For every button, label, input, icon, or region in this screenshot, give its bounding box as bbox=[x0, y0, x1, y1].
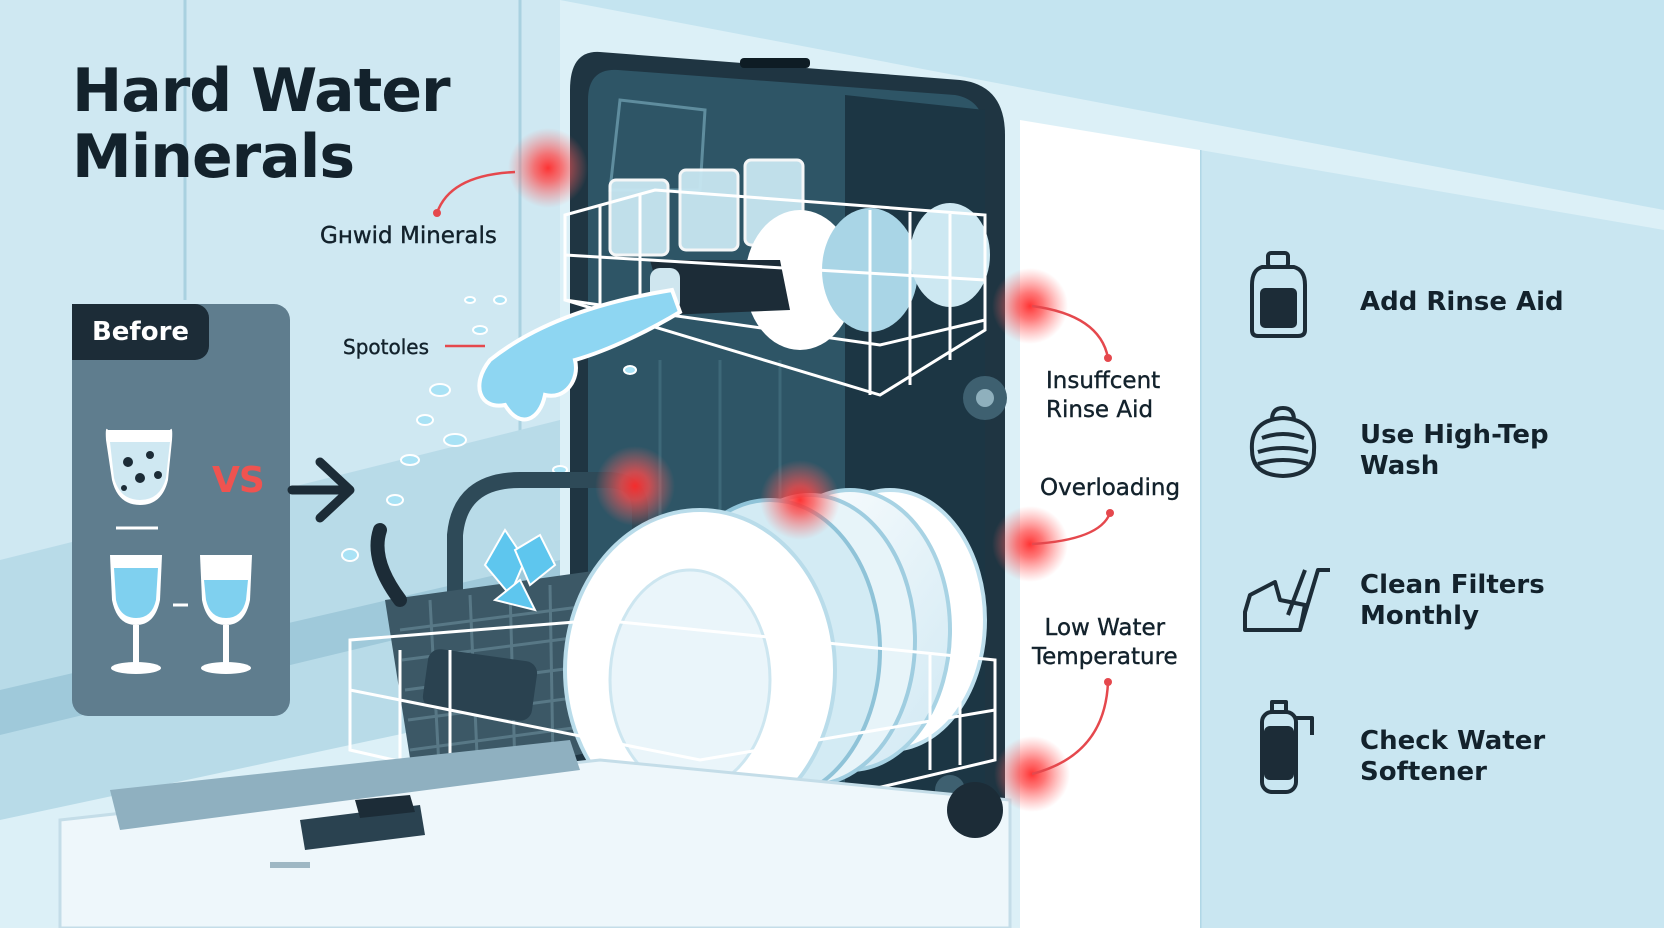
filter-cleaning-icon bbox=[1243, 568, 1330, 632]
cloudy-glass-icon bbox=[105, 428, 173, 530]
lower-rack bbox=[348, 618, 997, 832]
callout-lines bbox=[435, 170, 1112, 776]
clean-wine-glass-icon bbox=[110, 555, 162, 674]
upper-cabinet bbox=[560, 0, 1664, 210]
tips-panel bbox=[1200, 150, 1664, 928]
callout-low-water-temperature: Low Water Temperature bbox=[1032, 615, 1178, 670]
tip-add-rinse-aid: Add Rinse Aid bbox=[1360, 287, 1564, 317]
callout-insufficient-rinse-aid: Insuffcent Rinse Aid bbox=[1046, 368, 1161, 423]
arrow-right-icon bbox=[287, 457, 355, 523]
high-temp-wash-icon bbox=[1249, 406, 1317, 478]
vs-label: VS bbox=[212, 460, 265, 501]
callout-minerals: Gнwid Minerals bbox=[320, 223, 497, 249]
water-softener-icon bbox=[1260, 700, 1314, 794]
tip-check-softener: Check Water Softener bbox=[1360, 726, 1546, 787]
problem-markers bbox=[508, 128, 1070, 812]
rinse-aid-bottle-icon bbox=[1250, 251, 1307, 338]
callout-spots: Spotoles bbox=[343, 335, 429, 359]
tip-high-temp-wash: Use High-Tep Wash bbox=[1360, 420, 1549, 481]
clean-wine-glass-icon bbox=[200, 555, 252, 674]
before-panel bbox=[72, 304, 290, 716]
callout-overloading: Overloading bbox=[1040, 475, 1181, 501]
before-badge: Before bbox=[72, 304, 209, 360]
page-title: Hard Water Minerals bbox=[72, 56, 451, 192]
tip-clean-filters: Clean Filters Monthly bbox=[1360, 570, 1545, 631]
cabinet-side bbox=[1020, 120, 1200, 928]
